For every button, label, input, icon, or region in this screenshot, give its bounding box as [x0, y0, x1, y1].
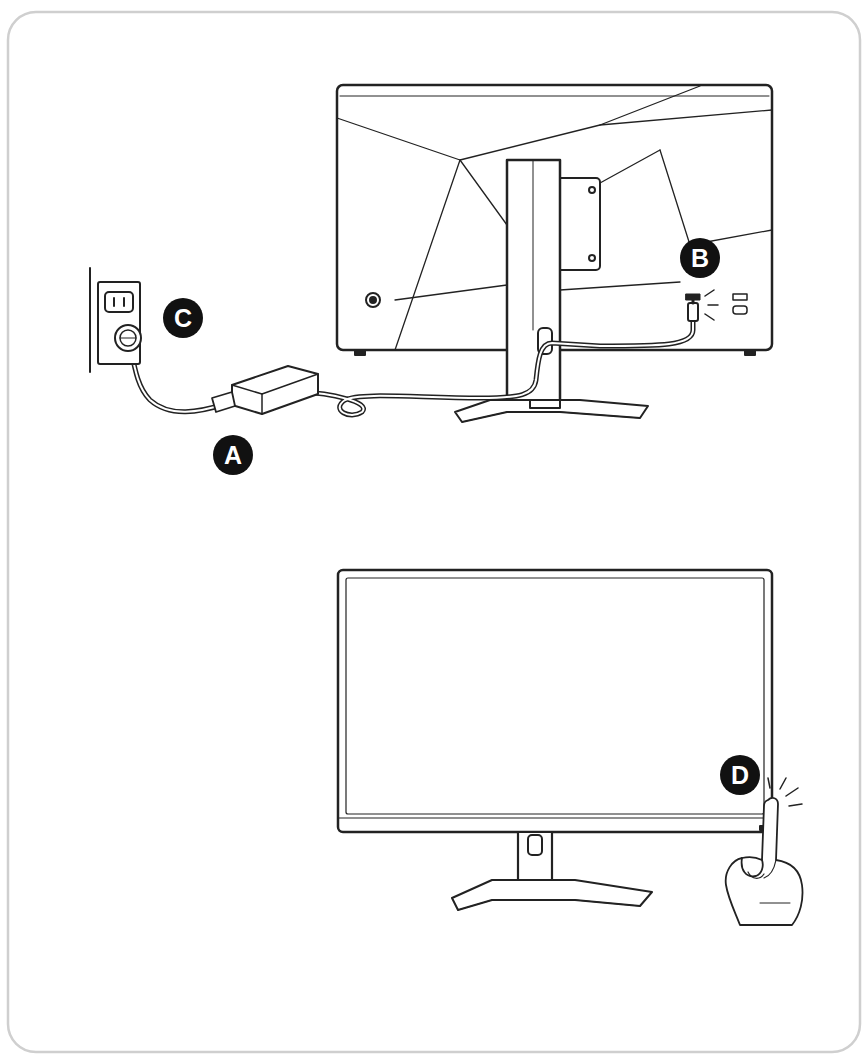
monitor-back	[337, 85, 772, 422]
callout-letter: B	[680, 238, 720, 278]
callout-letter: A	[213, 435, 253, 475]
hand	[726, 778, 803, 925]
monitor-front	[338, 570, 772, 910]
callout-letter: C	[163, 298, 203, 338]
frame	[8, 12, 860, 1052]
callout-letter: D	[720, 755, 760, 795]
power-cable	[130, 290, 718, 415]
wall-outlet	[90, 268, 141, 372]
